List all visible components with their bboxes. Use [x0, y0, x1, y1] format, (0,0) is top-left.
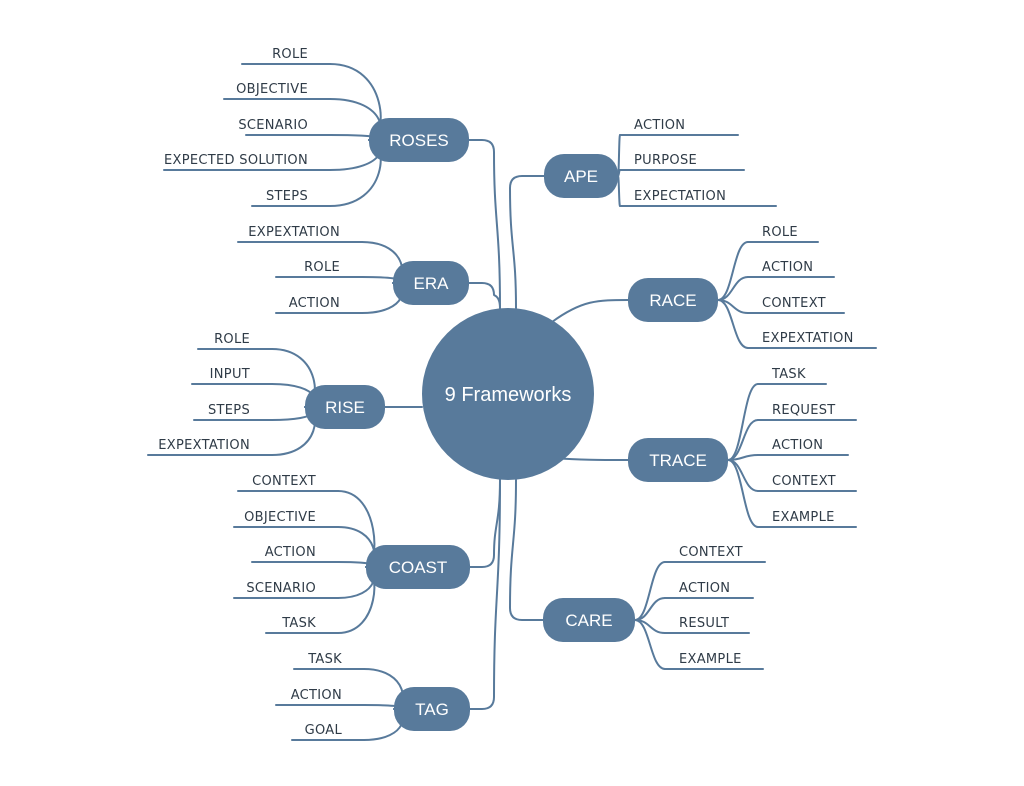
leaf-era-expextation: EXPEXTATION [248, 225, 340, 240]
leaf-ape-expectation: EXPECTATION [634, 189, 726, 204]
framework-race: ROLE ACTION CONTEXT EXPEXTATION RACE [628, 225, 877, 349]
node-era [393, 261, 469, 305]
framework-coast: CONTEXT OBJECTIVE ACTION SCENARIO TASK COAST [233, 474, 470, 634]
framework-ape: ACTION PURPOSE EXPECTATION APE [544, 118, 777, 207]
branch-ape-expectation [617, 175, 621, 207]
branch-care-context [634, 561, 666, 621]
leaf-coast-scenario: SCENARIO [246, 581, 316, 596]
node-trace [628, 438, 728, 482]
leaf-roses-steps: STEPS [266, 189, 308, 204]
leaf-tag-task: TASK [307, 652, 342, 667]
link-era [468, 282, 501, 309]
leaf-coast-task: TASK [281, 616, 316, 631]
central-node-label: 9 Frameworks [445, 384, 572, 406]
leaf-roses-scenario: SCENARIO [238, 118, 308, 133]
node-label-rise: RISE [325, 398, 365, 417]
leaf-trace-task: TASK [771, 367, 806, 382]
leaf-care-result: RESULT [679, 616, 729, 631]
node-label-trace: TRACE [649, 451, 707, 470]
link-care [508, 479, 544, 621]
node-race [628, 278, 718, 322]
node-label-era: ERA [414, 274, 450, 293]
leaf-race-action: ACTION [762, 260, 813, 275]
branch-care-example [634, 619, 666, 670]
node-rise [305, 385, 385, 429]
node-coast [366, 545, 470, 589]
leaf-roses-role: ROLE [272, 47, 308, 62]
node-ape [544, 154, 618, 198]
leaf-care-action: ACTION [679, 581, 730, 596]
framework-roses: ROLE OBJECTIVE SCENARIO EXPECTED SOLUTION ST… [163, 47, 469, 207]
leaf-ape-purpose: PURPOSE [634, 153, 697, 168]
node-tag [394, 687, 470, 731]
leaf-roses-objective: OBJECTIVE [236, 82, 308, 97]
leaf-ape-action: ACTION [634, 118, 685, 133]
node-label-coast: COAST [389, 558, 448, 577]
branch-trace-context [727, 459, 759, 492]
leaf-rise-input: INPUT [210, 367, 250, 382]
node-roses [369, 118, 469, 162]
node-label-care: CARE [565, 611, 612, 630]
leaf-coast-objective: OBJECTIVE [244, 510, 316, 525]
link-race [551, 299, 629, 323]
node-label-roses: ROSES [389, 131, 449, 150]
leaf-care-example: EXAMPLE [679, 652, 742, 667]
framework-tag: TASK ACTION GOAL TAG [275, 652, 470, 741]
branch-race-role [717, 241, 749, 301]
leaf-coast-context: CONTEXT [252, 474, 316, 489]
branch-trace-task [727, 383, 759, 461]
node-label-race: RACE [649, 291, 696, 310]
framework-care: CONTEXT ACTION RESULT EXAMPLE CARE [543, 545, 766, 670]
leaf-race-role: ROLE [762, 225, 798, 240]
links-layer [384, 139, 629, 710]
leaf-trace-example: EXAMPLE [772, 510, 835, 525]
leaf-roses-expected-solution: EXPECTED SOLUTION [164, 153, 308, 168]
link-tag [469, 479, 501, 710]
leaf-era-role: ROLE [304, 260, 340, 275]
link-ape [508, 175, 545, 309]
leaf-era-action: ACTION [289, 296, 340, 311]
leaf-rise-steps: STEPS [208, 403, 250, 418]
leaf-race-context: CONTEXT [762, 296, 826, 311]
central-node: 9 Frameworks [422, 308, 594, 480]
framework-rise: ROLE INPUT STEPS EXPEXTATION RISE [147, 332, 385, 456]
leaf-care-context: CONTEXT [679, 545, 743, 560]
leaf-trace-action: ACTION [772, 438, 823, 453]
central-node-circle [422, 308, 594, 480]
framework-trace: TASK REQUEST ACTION CONTEXT EXAMPLE TRACE [628, 367, 857, 528]
link-coast [469, 479, 501, 568]
branch-race-expextation [717, 299, 749, 349]
leaf-tag-goal: GOAL [305, 723, 343, 738]
leaf-trace-context: CONTEXT [772, 474, 836, 489]
link-roses [468, 139, 501, 309]
leaf-rise-role: ROLE [214, 332, 250, 347]
branch-trace-example [727, 459, 759, 528]
leaf-coast-action: ACTION [265, 545, 316, 560]
node-label-ape: APE [564, 167, 598, 186]
leaf-rise-expextation: EXPEXTATION [158, 438, 250, 453]
framework-era: EXPEXTATION ROLE ACTION ERA [237, 225, 469, 314]
leaf-tag-action: ACTION [291, 688, 342, 703]
nodes-layer: ROLE OBJECTIVE SCENARIO EXPECTED SOLUTION ST… [147, 47, 877, 741]
node-care [543, 598, 635, 642]
node-label-tag: TAG [415, 700, 449, 719]
leaf-race-expextation: EXPEXTATION [762, 331, 854, 346]
leaf-trace-request: REQUEST [772, 403, 836, 418]
